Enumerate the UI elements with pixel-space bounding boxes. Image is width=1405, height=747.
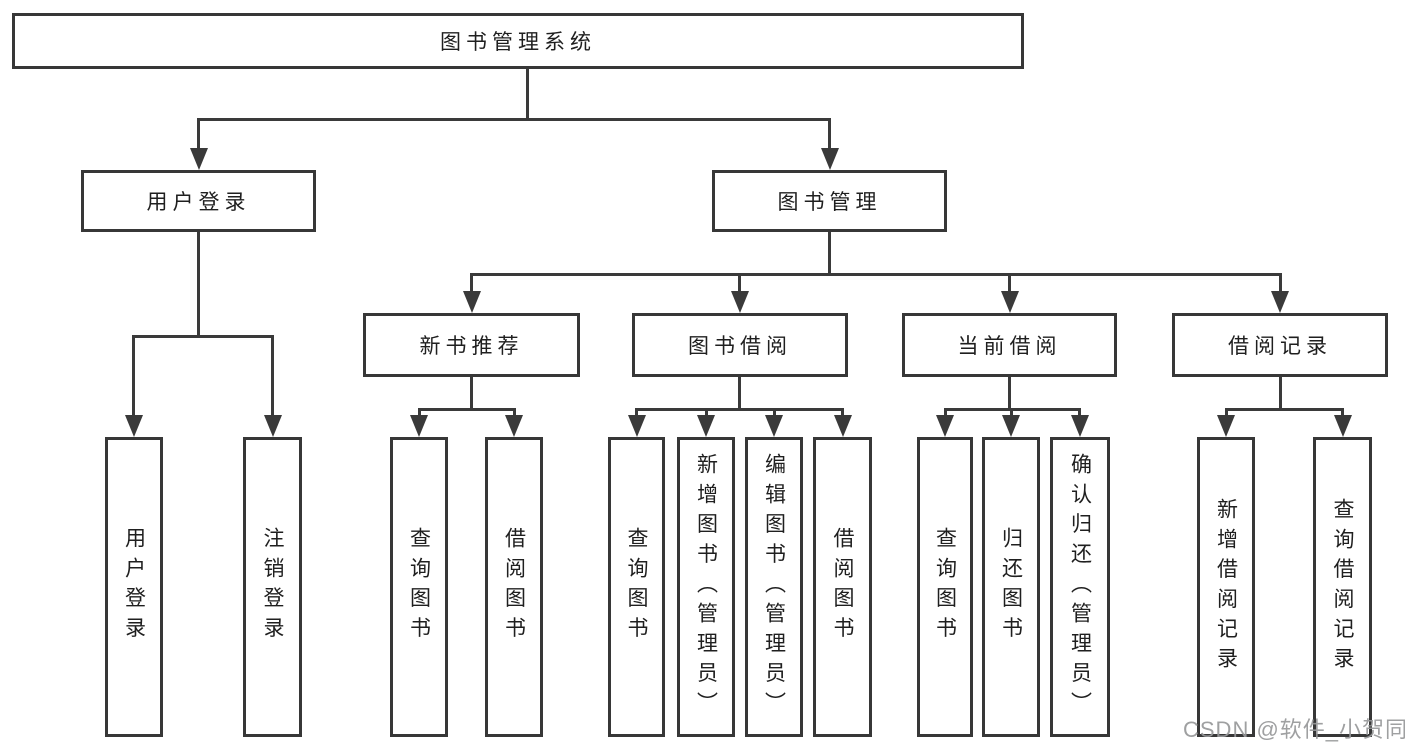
connector-line — [635, 408, 844, 411]
connector-line — [1225, 408, 1228, 417]
leaf-query-borrow-record: 查询借阅记录 — [1313, 437, 1372, 737]
node-label: 图书管理系统 — [440, 31, 596, 54]
node-label: 当前借阅 — [957, 335, 1062, 358]
arrow-down-icon — [821, 148, 839, 170]
arrow-down-icon — [765, 415, 783, 437]
node-label: 图书借阅 — [688, 335, 792, 358]
leaf-label: 查询图书 — [933, 527, 957, 647]
arrow-down-icon — [697, 415, 715, 437]
connector-line — [271, 335, 274, 417]
connector-line — [197, 232, 200, 338]
connector-line — [197, 118, 200, 150]
node-user-login: 用户登录 — [81, 170, 316, 232]
connector-line — [828, 232, 831, 276]
connector-line — [738, 377, 741, 411]
arrow-down-icon — [1001, 291, 1019, 313]
leaf-add-borrow-record: 新增借阅记录 — [1197, 437, 1255, 737]
arrow-down-icon — [125, 415, 143, 437]
arrow-down-icon — [264, 415, 282, 437]
node-current-borrowing: 当前借阅 — [902, 313, 1117, 377]
arrow-down-icon — [628, 415, 646, 437]
connector-line — [1078, 408, 1081, 417]
leaf-label: 新增借阅记录 — [1214, 497, 1238, 677]
connector-line — [944, 408, 947, 417]
arrow-down-icon — [463, 291, 481, 313]
leaf-edit-book-admin: 编辑图书（管理员） — [745, 437, 803, 737]
leaf-query-books-borrowing: 查询图书 — [608, 437, 665, 737]
connector-line — [418, 408, 516, 411]
connector-line — [1010, 408, 1013, 417]
connector-line — [1279, 377, 1282, 411]
leaf-query-books-recommend: 查询图书 — [390, 437, 448, 737]
arrow-down-icon — [410, 415, 428, 437]
csdn-watermark: CSDN @软件_小贺同学 — [1183, 717, 1405, 742]
connector-line — [828, 118, 831, 150]
arrow-down-icon — [1271, 291, 1289, 313]
arrow-down-icon — [1002, 415, 1020, 437]
leaf-label: 查询图书 — [625, 527, 648, 647]
leaf-label: 查询图书 — [407, 527, 431, 647]
leaf-borrow-books-recommend: 借阅图书 — [485, 437, 543, 737]
connector-line — [705, 408, 708, 417]
connector-line — [1341, 408, 1344, 417]
connector-line — [1225, 408, 1344, 411]
connector-line — [1279, 273, 1282, 293]
connector-line — [635, 408, 638, 417]
leaf-label: 借阅图书 — [502, 527, 526, 647]
connector-line — [1008, 377, 1011, 411]
leaf-user-login: 用户登录 — [105, 437, 163, 737]
leaf-logout: 注销登录 — [243, 437, 302, 737]
leaf-label: 注销登录 — [261, 527, 284, 647]
connector-line — [738, 273, 741, 293]
connector-line — [841, 408, 844, 417]
leaf-confirm-return-admin: 确认归还（管理员） — [1050, 437, 1110, 737]
connector-line — [418, 408, 421, 417]
connector-line — [470, 377, 473, 411]
arrow-down-icon — [1071, 415, 1089, 437]
connector-line — [470, 273, 473, 293]
leaf-label: 编辑图书（管理员） — [762, 452, 786, 722]
leaf-label: 用户登录 — [122, 527, 146, 647]
node-book-management: 图书管理 — [712, 170, 947, 232]
connector-line — [513, 408, 516, 417]
connector-line — [526, 69, 529, 121]
leaf-add-book-admin: 新增图书（管理员） — [677, 437, 735, 737]
node-label: 借阅记录 — [1228, 335, 1332, 358]
node-book-borrowing: 图书借阅 — [632, 313, 848, 377]
leaf-label: 查询借阅记录 — [1331, 497, 1354, 677]
connector-line — [197, 118, 831, 121]
leaf-query-books-current: 查询图书 — [917, 437, 973, 737]
arrow-down-icon — [936, 415, 954, 437]
leaf-label: 确认归还（管理员） — [1068, 452, 1092, 722]
arrow-down-icon — [834, 415, 852, 437]
arrow-down-icon — [190, 148, 208, 170]
arrow-down-icon — [1334, 415, 1352, 437]
arrow-down-icon — [1217, 415, 1235, 437]
node-label: 新书推荐 — [419, 335, 524, 358]
leaf-label: 借阅图书 — [831, 527, 854, 647]
arrow-down-icon — [505, 415, 523, 437]
leaf-borrow-books-borrowing: 借阅图书 — [813, 437, 872, 737]
node-new-book-recommend: 新书推荐 — [363, 313, 580, 377]
arrow-down-icon — [731, 291, 749, 313]
connector-line — [133, 335, 274, 338]
node-label: 图书管理 — [777, 191, 882, 214]
leaf-label: 新增图书（管理员） — [694, 452, 718, 722]
node-borrowing-records: 借阅记录 — [1172, 313, 1388, 377]
connector-line — [132, 335, 135, 417]
leaf-return-books: 归还图书 — [982, 437, 1040, 737]
connector-line — [470, 273, 1282, 276]
connector-line — [1008, 273, 1011, 293]
leaf-label: 归还图书 — [999, 527, 1023, 647]
node-root: 图书管理系统 — [12, 13, 1024, 69]
node-label: 用户登录 — [146, 191, 251, 214]
connector-line — [773, 408, 776, 417]
